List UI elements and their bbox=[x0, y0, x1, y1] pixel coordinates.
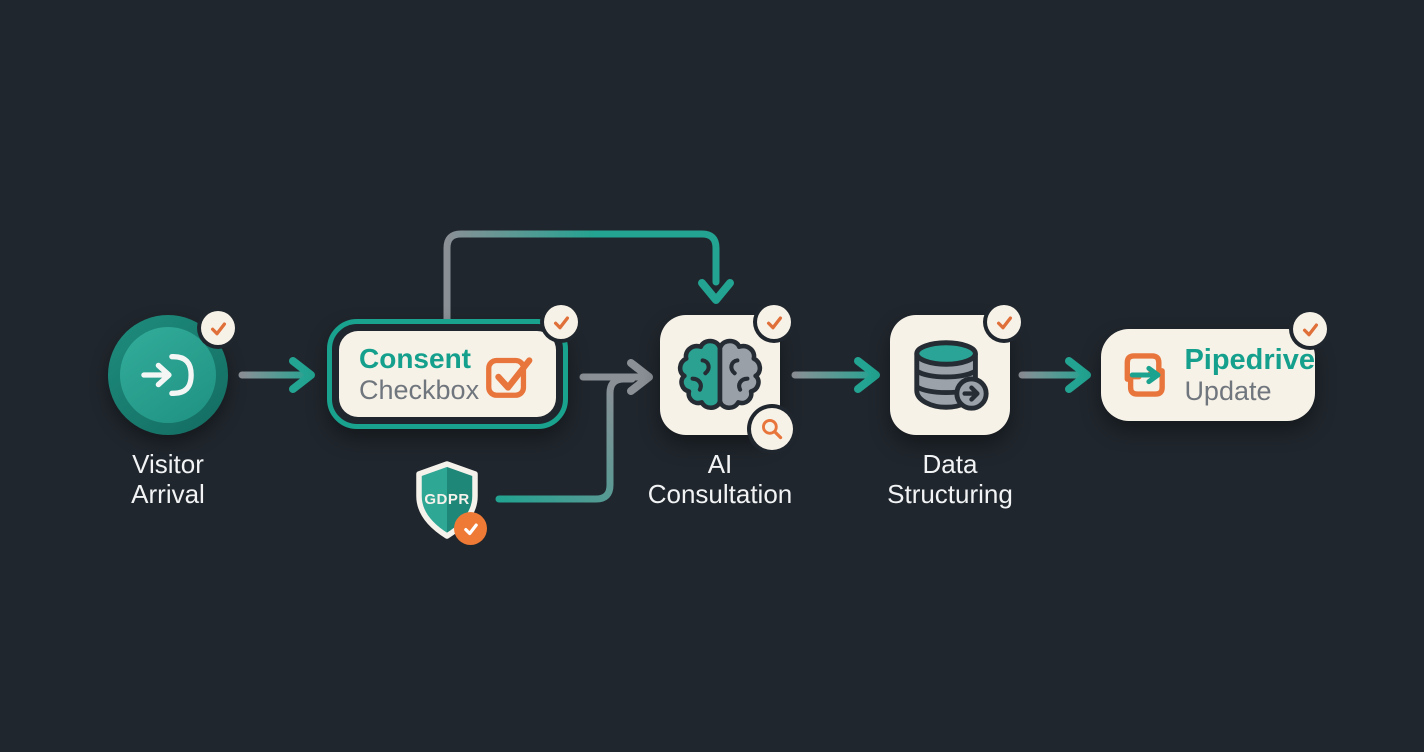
pipedrive-subtitle: Update bbox=[1184, 375, 1272, 406]
consent-inner-card: Consent Checkbox bbox=[339, 331, 556, 417]
node-pipedrive-update: Pipedrive Update bbox=[1101, 329, 1315, 421]
label-ai-consultation: AI Consultation bbox=[610, 449, 830, 509]
consent-text-block: Consent Checkbox bbox=[359, 343, 479, 406]
data-check-badge bbox=[987, 305, 1021, 339]
node-consent-checkbox: Consent Checkbox bbox=[327, 319, 568, 429]
consent-check-badge bbox=[544, 305, 578, 339]
label-ai-line2: Consultation bbox=[647, 479, 793, 509]
visitor-circle-inner bbox=[120, 327, 216, 423]
gdpr-check-badge bbox=[454, 512, 487, 545]
label-visitor-line2: Arrival bbox=[131, 479, 205, 509]
sync-arrows-icon bbox=[1124, 353, 1165, 397]
label-ai-line1: AI bbox=[707, 449, 733, 479]
ai-magnifier-badge bbox=[751, 408, 793, 450]
label-visitor-arrival: Visitor Arrival bbox=[58, 449, 278, 509]
brain-icon bbox=[677, 338, 763, 411]
check-icon bbox=[553, 315, 569, 329]
node-ai-consultation bbox=[660, 315, 780, 435]
check-icon bbox=[766, 315, 782, 329]
pipedrive-check-badge bbox=[1293, 312, 1327, 346]
login-arrow-icon bbox=[141, 354, 194, 396]
arrow-consent-to-ai bbox=[579, 359, 653, 395]
visitor-check-badge bbox=[201, 311, 235, 345]
label-data-line1: Data bbox=[922, 449, 978, 479]
arrow-visitor-to-consent bbox=[238, 357, 315, 393]
check-icon bbox=[996, 315, 1012, 329]
label-data-structuring: Data Structuring bbox=[840, 449, 1060, 509]
gdpr-label: GDPR bbox=[424, 491, 469, 508]
magnifier-icon bbox=[762, 419, 783, 440]
ai-check-badge bbox=[757, 305, 791, 339]
arrow-ai-to-data bbox=[791, 357, 880, 393]
label-data-line2: Structuring bbox=[887, 479, 1013, 509]
node-data-structuring bbox=[890, 315, 1010, 435]
pipedrive-text-block: Pipedrive Update bbox=[1184, 344, 1315, 407]
label-visitor-line1: Visitor bbox=[132, 449, 204, 479]
arrow-data-to-pipedrive bbox=[1018, 357, 1091, 393]
checkbox-check-icon bbox=[486, 357, 533, 398]
check-icon bbox=[1302, 322, 1318, 336]
database-icon bbox=[914, 340, 989, 411]
arrow-consent-top-loop bbox=[443, 230, 734, 323]
check-icon bbox=[210, 321, 226, 335]
consent-subtitle: Checkbox bbox=[359, 374, 480, 405]
consent-title: Consent bbox=[359, 342, 471, 374]
pipedrive-title: Pipedrive bbox=[1184, 343, 1315, 376]
check-icon bbox=[463, 523, 478, 535]
